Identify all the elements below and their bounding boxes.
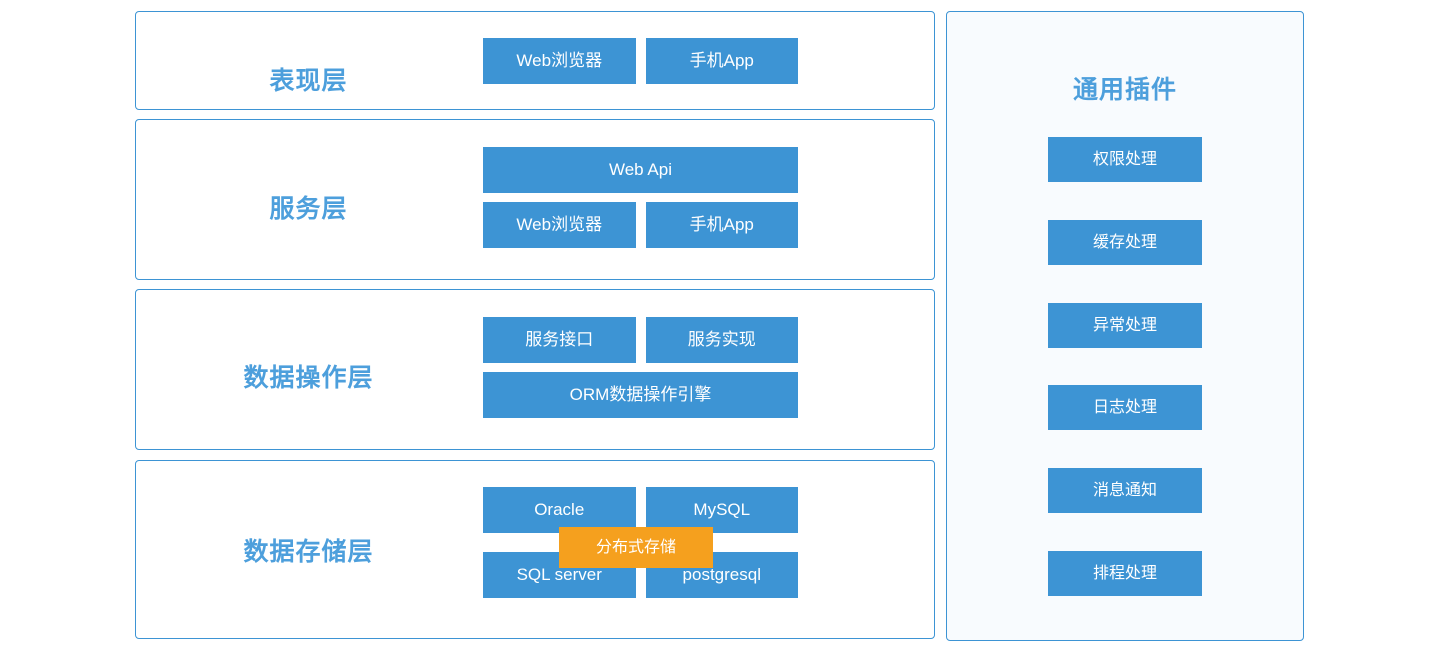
plugin-item-exception[interactable]: 异常处理	[1048, 303, 1202, 348]
box-service-implementation[interactable]: 服务实现	[645, 317, 798, 363]
layer-title-service: 服务层	[269, 195, 348, 223]
box-postgresql[interactable]: postgresql	[645, 552, 798, 598]
box-sql-server[interactable]: SQL server	[483, 552, 636, 598]
box-distributed-storage[interactable]: 分布式存储	[559, 527, 713, 568]
plugin-item-message-notification[interactable]: 消息通知	[1048, 468, 1202, 513]
layer-card-data-storage: 数据存储层 Oracle MySQL SQL server postgresql…	[135, 460, 935, 639]
box-row: Web浏览器 手机App	[483, 38, 798, 84]
box-row: SQL server postgresql	[483, 552, 798, 598]
layer-title-presentation: 表现层	[269, 67, 348, 95]
box-row: Web Api	[483, 147, 798, 193]
box-row: 服务接口 服务实现	[483, 317, 798, 363]
layer-title-data-operation: 数据操作层	[243, 364, 374, 392]
plugin-panel: 通用插件 权限处理 缓存处理 异常处理 日志处理 消息通知 排程处理	[946, 11, 1304, 641]
box-oracle[interactable]: Oracle	[483, 487, 636, 533]
layer-title-data-storage: 数据存储层	[243, 538, 374, 566]
layer-card-presentation: 表现层 Web浏览器 手机App	[135, 11, 935, 110]
plugin-item-log[interactable]: 日志处理	[1048, 385, 1202, 430]
plugin-item-schedule[interactable]: 排程处理	[1048, 551, 1202, 596]
box-web-api[interactable]: Web Api	[483, 147, 798, 193]
layer-boxes-service: Web Api Web浏览器 手机App	[483, 147, 798, 248]
box-row: Web浏览器 手机App	[483, 202, 798, 248]
box-service-interface[interactable]: 服务接口	[483, 317, 636, 363]
plugin-item-cache[interactable]: 缓存处理	[1048, 220, 1202, 265]
box-row: ORM数据操作引擎	[483, 372, 798, 418]
layer-card-service: 服务层 Web Api Web浏览器 手机App	[135, 119, 935, 280]
box-mysql[interactable]: MySQL	[645, 487, 798, 533]
layer-boxes-data-storage: Oracle MySQL SQL server postgresql	[483, 487, 798, 598]
layer-card-data-operation: 数据操作层 服务接口 服务实现 ORM数据操作引擎	[135, 289, 935, 450]
box-web-browser[interactable]: Web浏览器	[483, 38, 636, 84]
box-orm-engine[interactable]: ORM数据操作引擎	[483, 372, 798, 418]
plugin-panel-title: 通用插件	[1072, 76, 1177, 104]
layer-boxes-presentation: Web浏览器 手机App	[483, 38, 798, 84]
plugin-item-permission[interactable]: 权限处理	[1048, 137, 1202, 182]
layer-boxes-data-operation: 服务接口 服务实现 ORM数据操作引擎	[483, 317, 798, 418]
box-row: Oracle MySQL	[483, 487, 798, 533]
box-web-browser[interactable]: Web浏览器	[483, 202, 636, 248]
box-mobile-app[interactable]: 手机App	[645, 202, 798, 248]
box-mobile-app[interactable]: 手机App	[645, 38, 798, 84]
